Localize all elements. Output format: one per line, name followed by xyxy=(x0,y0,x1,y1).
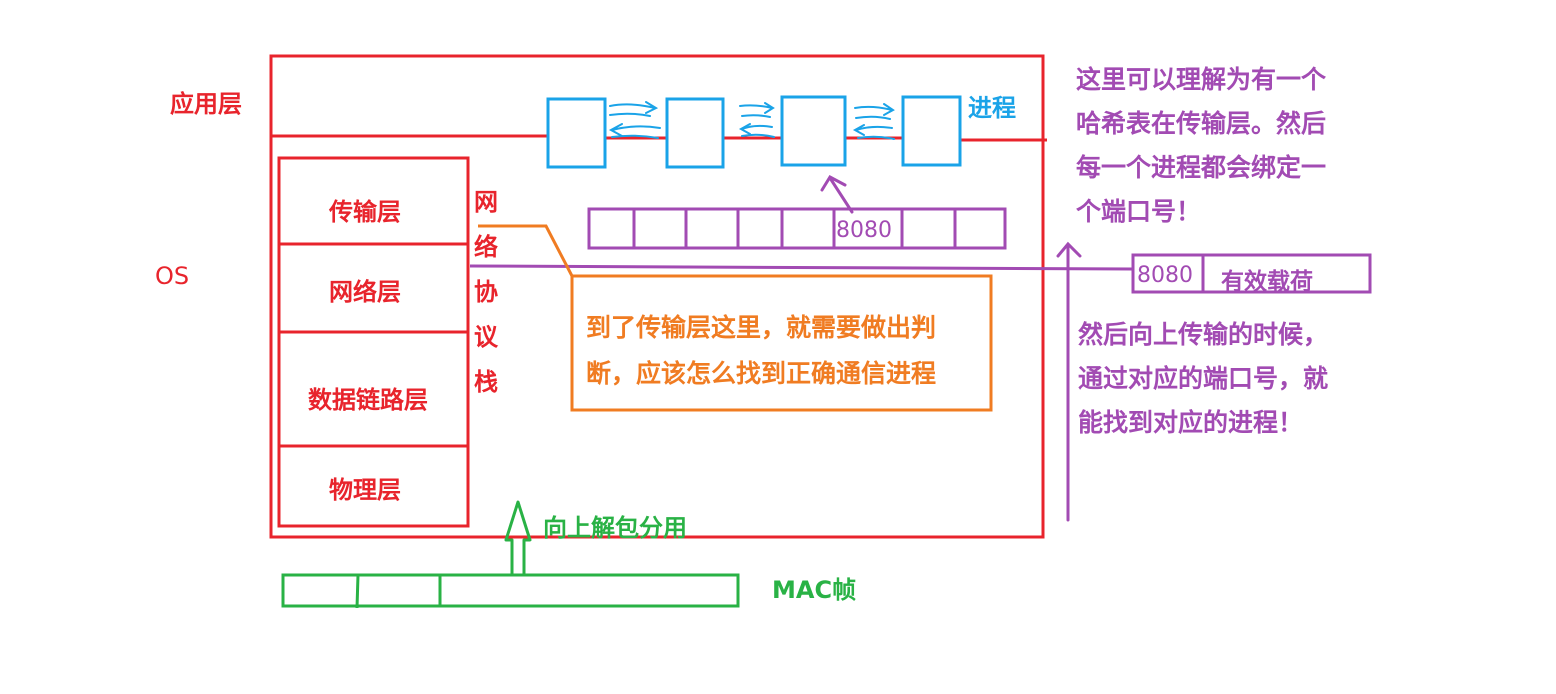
layer-network: 网络层 xyxy=(329,278,401,306)
stack-char-5: 栈 xyxy=(474,368,498,396)
mac-frame-label: MAC帧 xyxy=(772,576,857,604)
os-label: OS xyxy=(155,262,190,290)
port-table-cells xyxy=(632,209,957,248)
hash-table-note-line-1: 这里可以理解为有一个 xyxy=(1076,65,1327,94)
layer-transport: 传输层 xyxy=(329,198,401,226)
process-box-3 xyxy=(780,95,847,167)
port-table xyxy=(587,207,1007,250)
stack-box xyxy=(277,156,470,528)
packet-box xyxy=(1131,253,1372,294)
hash-table-note-line-4: 个端口号！ xyxy=(1076,197,1202,226)
upward-note-line-2: 通过对应的端口号，就 xyxy=(1078,364,1329,393)
decapsulate-arrow xyxy=(504,500,532,577)
port-table-8080: 8080 xyxy=(836,218,892,243)
upward-note-line-1: 然后向上传输的时候， xyxy=(1078,320,1329,349)
decapsulate-label: 向上解包分用 xyxy=(543,514,687,542)
packet-port: 8080 xyxy=(1137,263,1193,288)
transport-judgement-note: 到了传输层这里，就需要做出判 断，应该怎么找到正确通信进程 xyxy=(586,305,986,397)
hash-table-note-line-2: 哈希表在传输层。然后 xyxy=(1076,109,1327,138)
process-arrows xyxy=(608,101,895,140)
transport-judgement-line-2: 断，应该怎么找到正确通信进程 xyxy=(586,359,937,388)
orange-note-box xyxy=(570,274,993,412)
upward-note: 然后向上传输的时候， 通过对应的端口号，就 能找到对应的进程！ xyxy=(1078,313,1378,445)
layer-physical: 物理层 xyxy=(329,476,401,504)
stack-char-1: 网 xyxy=(474,188,498,216)
stack-char-3: 协 xyxy=(474,278,498,306)
upward-arrow xyxy=(1056,241,1082,522)
layer-datalink: 数据链路层 xyxy=(308,386,428,414)
process-label: 进程 xyxy=(968,94,1016,122)
process-box-1 xyxy=(546,97,607,169)
stack-char-2: 络 xyxy=(474,233,498,261)
process-box-2 xyxy=(665,97,725,169)
port-pointer-arrow xyxy=(820,175,854,214)
hash-table-note-line-3: 每一个进程都会绑定一 xyxy=(1076,153,1327,182)
app-layer-label: 应用层 xyxy=(170,90,242,118)
hash-table-note: 这里可以理解为有一个 哈希表在传输层。然后 每一个进程都会绑定一 个端口号！ xyxy=(1076,58,1376,234)
upward-note-line-3: 能找到对应的进程！ xyxy=(1078,408,1304,437)
transport-judgement-line-1: 到了传输层这里，就需要做出判 xyxy=(586,313,937,342)
mac-frame-box xyxy=(281,573,740,608)
process-box-4 xyxy=(901,95,962,167)
mac-frame-divider-1 xyxy=(355,574,360,609)
stack-char-4: 议 xyxy=(474,323,498,351)
orange-connector xyxy=(478,224,574,277)
network-divider xyxy=(469,264,1134,271)
packet-payload: 有效载荷 xyxy=(1221,269,1313,295)
os-box xyxy=(269,54,1045,539)
